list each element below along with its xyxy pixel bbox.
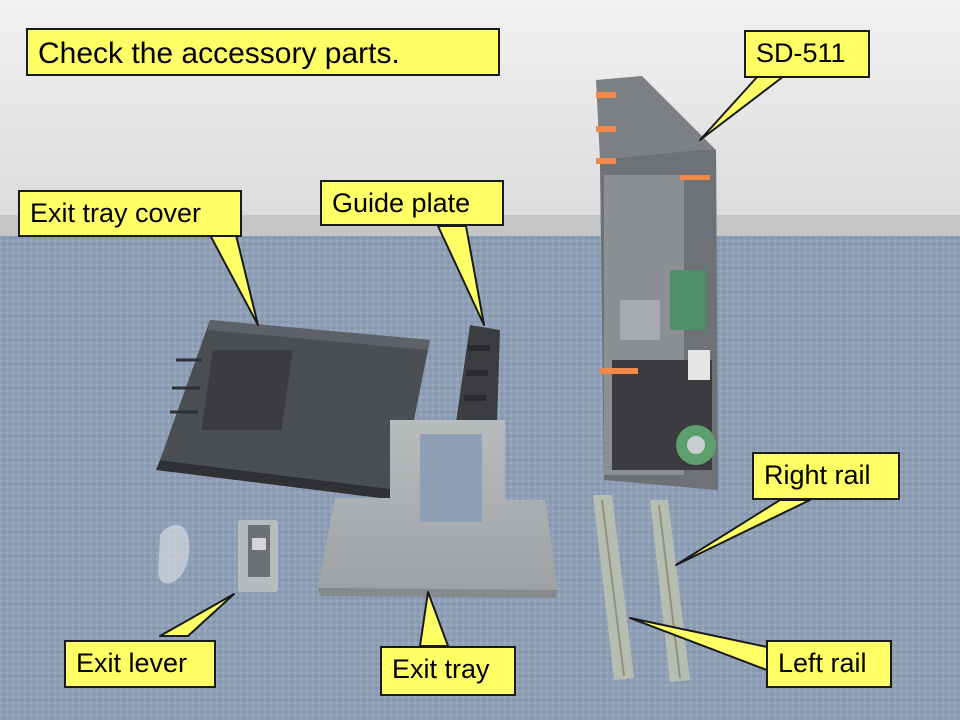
left-rail-callout: Left rail xyxy=(766,640,892,688)
sd511-unit xyxy=(596,76,718,490)
exit-tray-cover-callout: Exit tray cover xyxy=(18,190,242,237)
pointer-right-rail xyxy=(675,499,811,566)
right-rail-callout: Right rail xyxy=(752,452,900,500)
guide-plate-callout: Guide plate xyxy=(320,180,504,226)
plastic-bag xyxy=(158,524,190,584)
left-rail xyxy=(593,495,634,680)
exit-tray-callout: Exit tray xyxy=(380,646,516,696)
exit-tray xyxy=(318,420,558,598)
pointer-exit-lever xyxy=(159,593,235,637)
pointer-guide-plate xyxy=(437,225,485,326)
exit-lever-callout: Exit lever xyxy=(64,640,216,688)
exit-tray-cover xyxy=(156,320,430,500)
sd511-callout: SD-511 xyxy=(744,30,870,78)
title-callout: Check the accessory parts. xyxy=(26,28,500,76)
exit-lever xyxy=(238,520,278,592)
